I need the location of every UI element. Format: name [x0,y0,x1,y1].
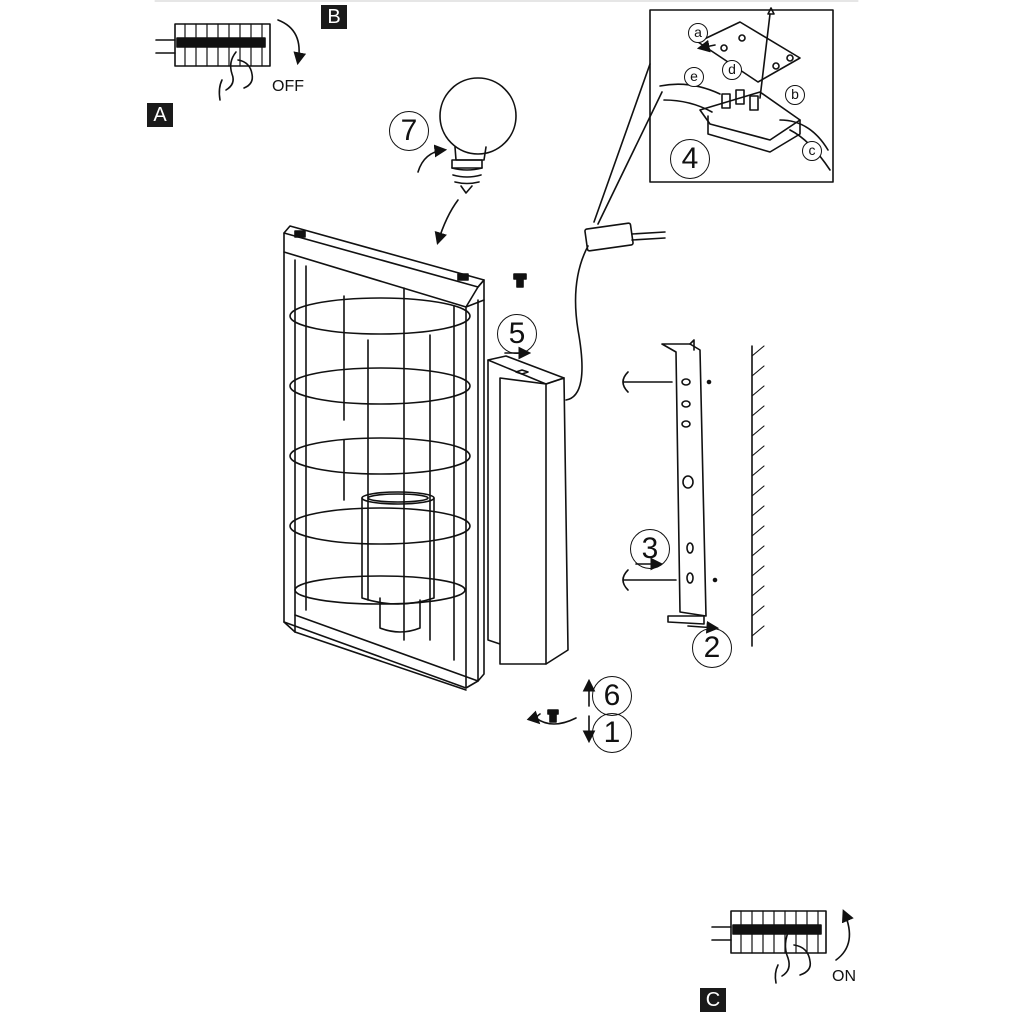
wiring-label-c: c [802,141,822,161]
step-4: 4 [670,139,710,179]
screw-bottom-icon [622,569,718,591]
wiring-label-e: e [684,67,704,87]
step-badge-b: B [321,5,347,29]
breaker-on-icon [711,910,827,984]
wiring-label-a: a [688,23,708,43]
screw-icon [513,273,527,288]
step-3: 3 [630,529,670,569]
wall-bracket [661,339,707,625]
step-7: 7 [389,111,429,151]
bulb-icon [439,77,517,194]
bottom-screw-icon [526,709,577,725]
off-label: OFF [272,78,304,95]
lamp-frame [283,225,485,691]
step-1: 1 [592,713,632,753]
step-6: 6 [592,676,632,716]
screw-top-icon [622,371,712,393]
mounting-box [487,355,569,665]
wiring-label-b: b [785,85,805,105]
step-5: 5 [497,314,537,354]
step-badge-a: A [147,103,173,127]
on-label: ON [832,968,856,985]
step-badge-c: C [700,988,726,1012]
wiring-label-d: d [722,60,742,80]
step-2: 2 [692,628,732,668]
breaker-off-icon [155,23,271,101]
wall-icon [751,345,765,647]
